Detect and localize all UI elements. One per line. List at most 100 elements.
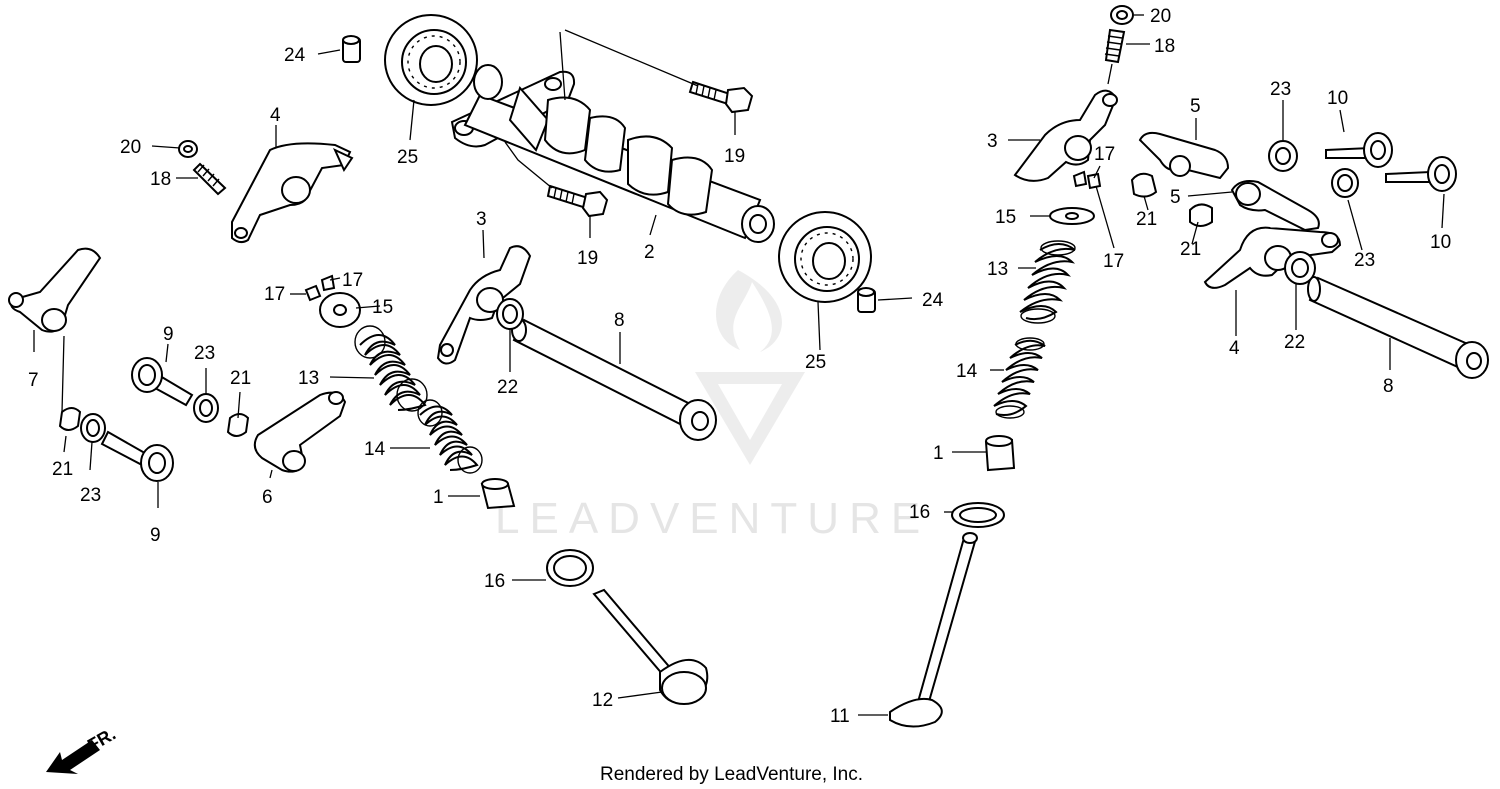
callout-17a: 17 bbox=[264, 284, 285, 305]
clip-21-c bbox=[1130, 172, 1158, 198]
rocker-arm-7 bbox=[8, 247, 102, 333]
washer-22-left bbox=[496, 298, 524, 330]
callout-13a: 13 bbox=[298, 368, 319, 389]
valve-seal-16-left bbox=[546, 549, 594, 587]
spring-14-left bbox=[417, 399, 483, 474]
callout-21c: 21 bbox=[1136, 209, 1157, 230]
callout-25b: 25 bbox=[805, 352, 826, 373]
callout-4a: 4 bbox=[270, 105, 281, 126]
callout-10b: 10 bbox=[1430, 232, 1451, 253]
camshaft bbox=[450, 64, 775, 243]
footer-credit: Rendered by LeadVenture, Inc. bbox=[600, 764, 863, 785]
cotter-17-left-b bbox=[320, 274, 336, 292]
bearing-upper bbox=[384, 14, 478, 106]
bolt-upper bbox=[688, 80, 754, 114]
callout-21d: 21 bbox=[1180, 239, 1201, 260]
cotter-17-right-b bbox=[1086, 172, 1102, 190]
retainer-15-right bbox=[1049, 207, 1095, 225]
callout-22a: 22 bbox=[497, 377, 518, 398]
callout-23c: 23 bbox=[1270, 79, 1291, 100]
callout-16b: 16 bbox=[909, 502, 930, 523]
callout-numbers: 24 25 19 19 2 20 18 4 7 21 23 9 9 23 21 … bbox=[28, 6, 1451, 727]
rocker-arm-5-upper bbox=[1138, 131, 1230, 180]
valve-11 bbox=[889, 532, 978, 728]
callout-25a: 25 bbox=[397, 147, 418, 168]
callout-21b: 21 bbox=[230, 368, 251, 389]
callout-17d: 17 bbox=[1103, 251, 1124, 272]
rocker-shaft-8-right bbox=[1307, 276, 1489, 379]
rocker-shaft-9-upper bbox=[131, 357, 194, 407]
callout-15b: 15 bbox=[995, 207, 1016, 228]
callout-3a: 3 bbox=[476, 209, 487, 230]
callout-15a: 15 bbox=[372, 297, 393, 318]
callout-8a: 8 bbox=[614, 310, 625, 331]
callout-14b: 14 bbox=[956, 361, 978, 382]
callout-19a: 19 bbox=[724, 146, 745, 167]
callout-17b: 17 bbox=[342, 270, 363, 291]
callout-12: 12 bbox=[592, 690, 613, 711]
callout-10a: 10 bbox=[1327, 88, 1348, 109]
callout-22b: 22 bbox=[1284, 332, 1305, 353]
spring-14-right bbox=[993, 337, 1046, 419]
bearing-lower bbox=[778, 211, 872, 303]
callout-21a: 21 bbox=[52, 459, 73, 480]
rocker-arm-3-left bbox=[436, 245, 532, 365]
callout-20b: 20 bbox=[1150, 6, 1171, 27]
callout-3b: 3 bbox=[987, 131, 998, 152]
rocker-arm-3-right bbox=[1013, 89, 1118, 182]
callout-17c: 17 bbox=[1094, 144, 1115, 165]
front-arrow-icon: FR. bbox=[46, 724, 119, 774]
watermark: LEADVENTURE bbox=[495, 270, 930, 543]
lock-nut-20-left bbox=[178, 140, 198, 158]
valve-seal-1-left bbox=[480, 478, 516, 510]
callout-11: 11 bbox=[830, 706, 850, 727]
rocker-shaft-8-left bbox=[511, 318, 717, 441]
bolt-lower bbox=[546, 184, 609, 218]
callout-23a: 23 bbox=[80, 485, 101, 506]
callout-4b: 4 bbox=[1229, 338, 1240, 359]
spring-13-left bbox=[354, 325, 428, 412]
watermark-text: LEADVENTURE bbox=[495, 494, 930, 543]
callout-16a: 16 bbox=[484, 571, 505, 592]
rocker-arm-5-lower bbox=[1230, 180, 1320, 232]
callout-18b: 18 bbox=[1154, 36, 1175, 57]
retainer-15-left bbox=[319, 292, 361, 328]
callout-1a: 1 bbox=[433, 487, 444, 508]
rocker-shaft-10-lower bbox=[1385, 156, 1457, 192]
clip-21-b bbox=[58, 407, 82, 431]
adjusting-screw-18-left bbox=[192, 162, 227, 196]
rocker-arm-6 bbox=[253, 391, 347, 473]
dowel-pin-left bbox=[342, 35, 361, 63]
callout-5a: 5 bbox=[1190, 96, 1201, 117]
leader-lines bbox=[33, 14, 1445, 716]
rocker-shaft-10-upper bbox=[1325, 132, 1393, 168]
valve-12 bbox=[592, 588, 709, 705]
callout-8b: 8 bbox=[1383, 376, 1394, 397]
callout-6: 6 bbox=[262, 487, 273, 508]
callout-14a: 14 bbox=[364, 439, 386, 460]
valve-seal-16-right bbox=[951, 502, 1005, 528]
cotter-17-right-a bbox=[1072, 170, 1088, 188]
rocker-arm-4-left bbox=[231, 142, 354, 244]
callout-18a: 18 bbox=[150, 169, 171, 190]
callout-13b: 13 bbox=[987, 259, 1008, 280]
clip-21-a bbox=[226, 413, 250, 437]
clip-21-d bbox=[1189, 203, 1213, 227]
adjusting-screw-18-right bbox=[1104, 28, 1126, 64]
washer-22-right bbox=[1284, 251, 1316, 285]
cotter-17-left-a bbox=[304, 284, 322, 302]
callout-23b: 23 bbox=[194, 343, 215, 364]
callout-2: 2 bbox=[644, 242, 655, 263]
callout-1b: 1 bbox=[933, 443, 944, 464]
callout-5b: 5 bbox=[1170, 187, 1181, 208]
callout-7: 7 bbox=[28, 370, 39, 391]
callout-20a: 20 bbox=[120, 137, 141, 158]
valve-seal-1-right bbox=[984, 435, 1016, 472]
callout-9b: 9 bbox=[150, 525, 161, 546]
lock-nut-20-right bbox=[1110, 5, 1134, 25]
dowel-pin-right bbox=[857, 287, 876, 313]
callout-24a: 24 bbox=[284, 45, 306, 66]
callout-19b: 19 bbox=[577, 248, 598, 269]
